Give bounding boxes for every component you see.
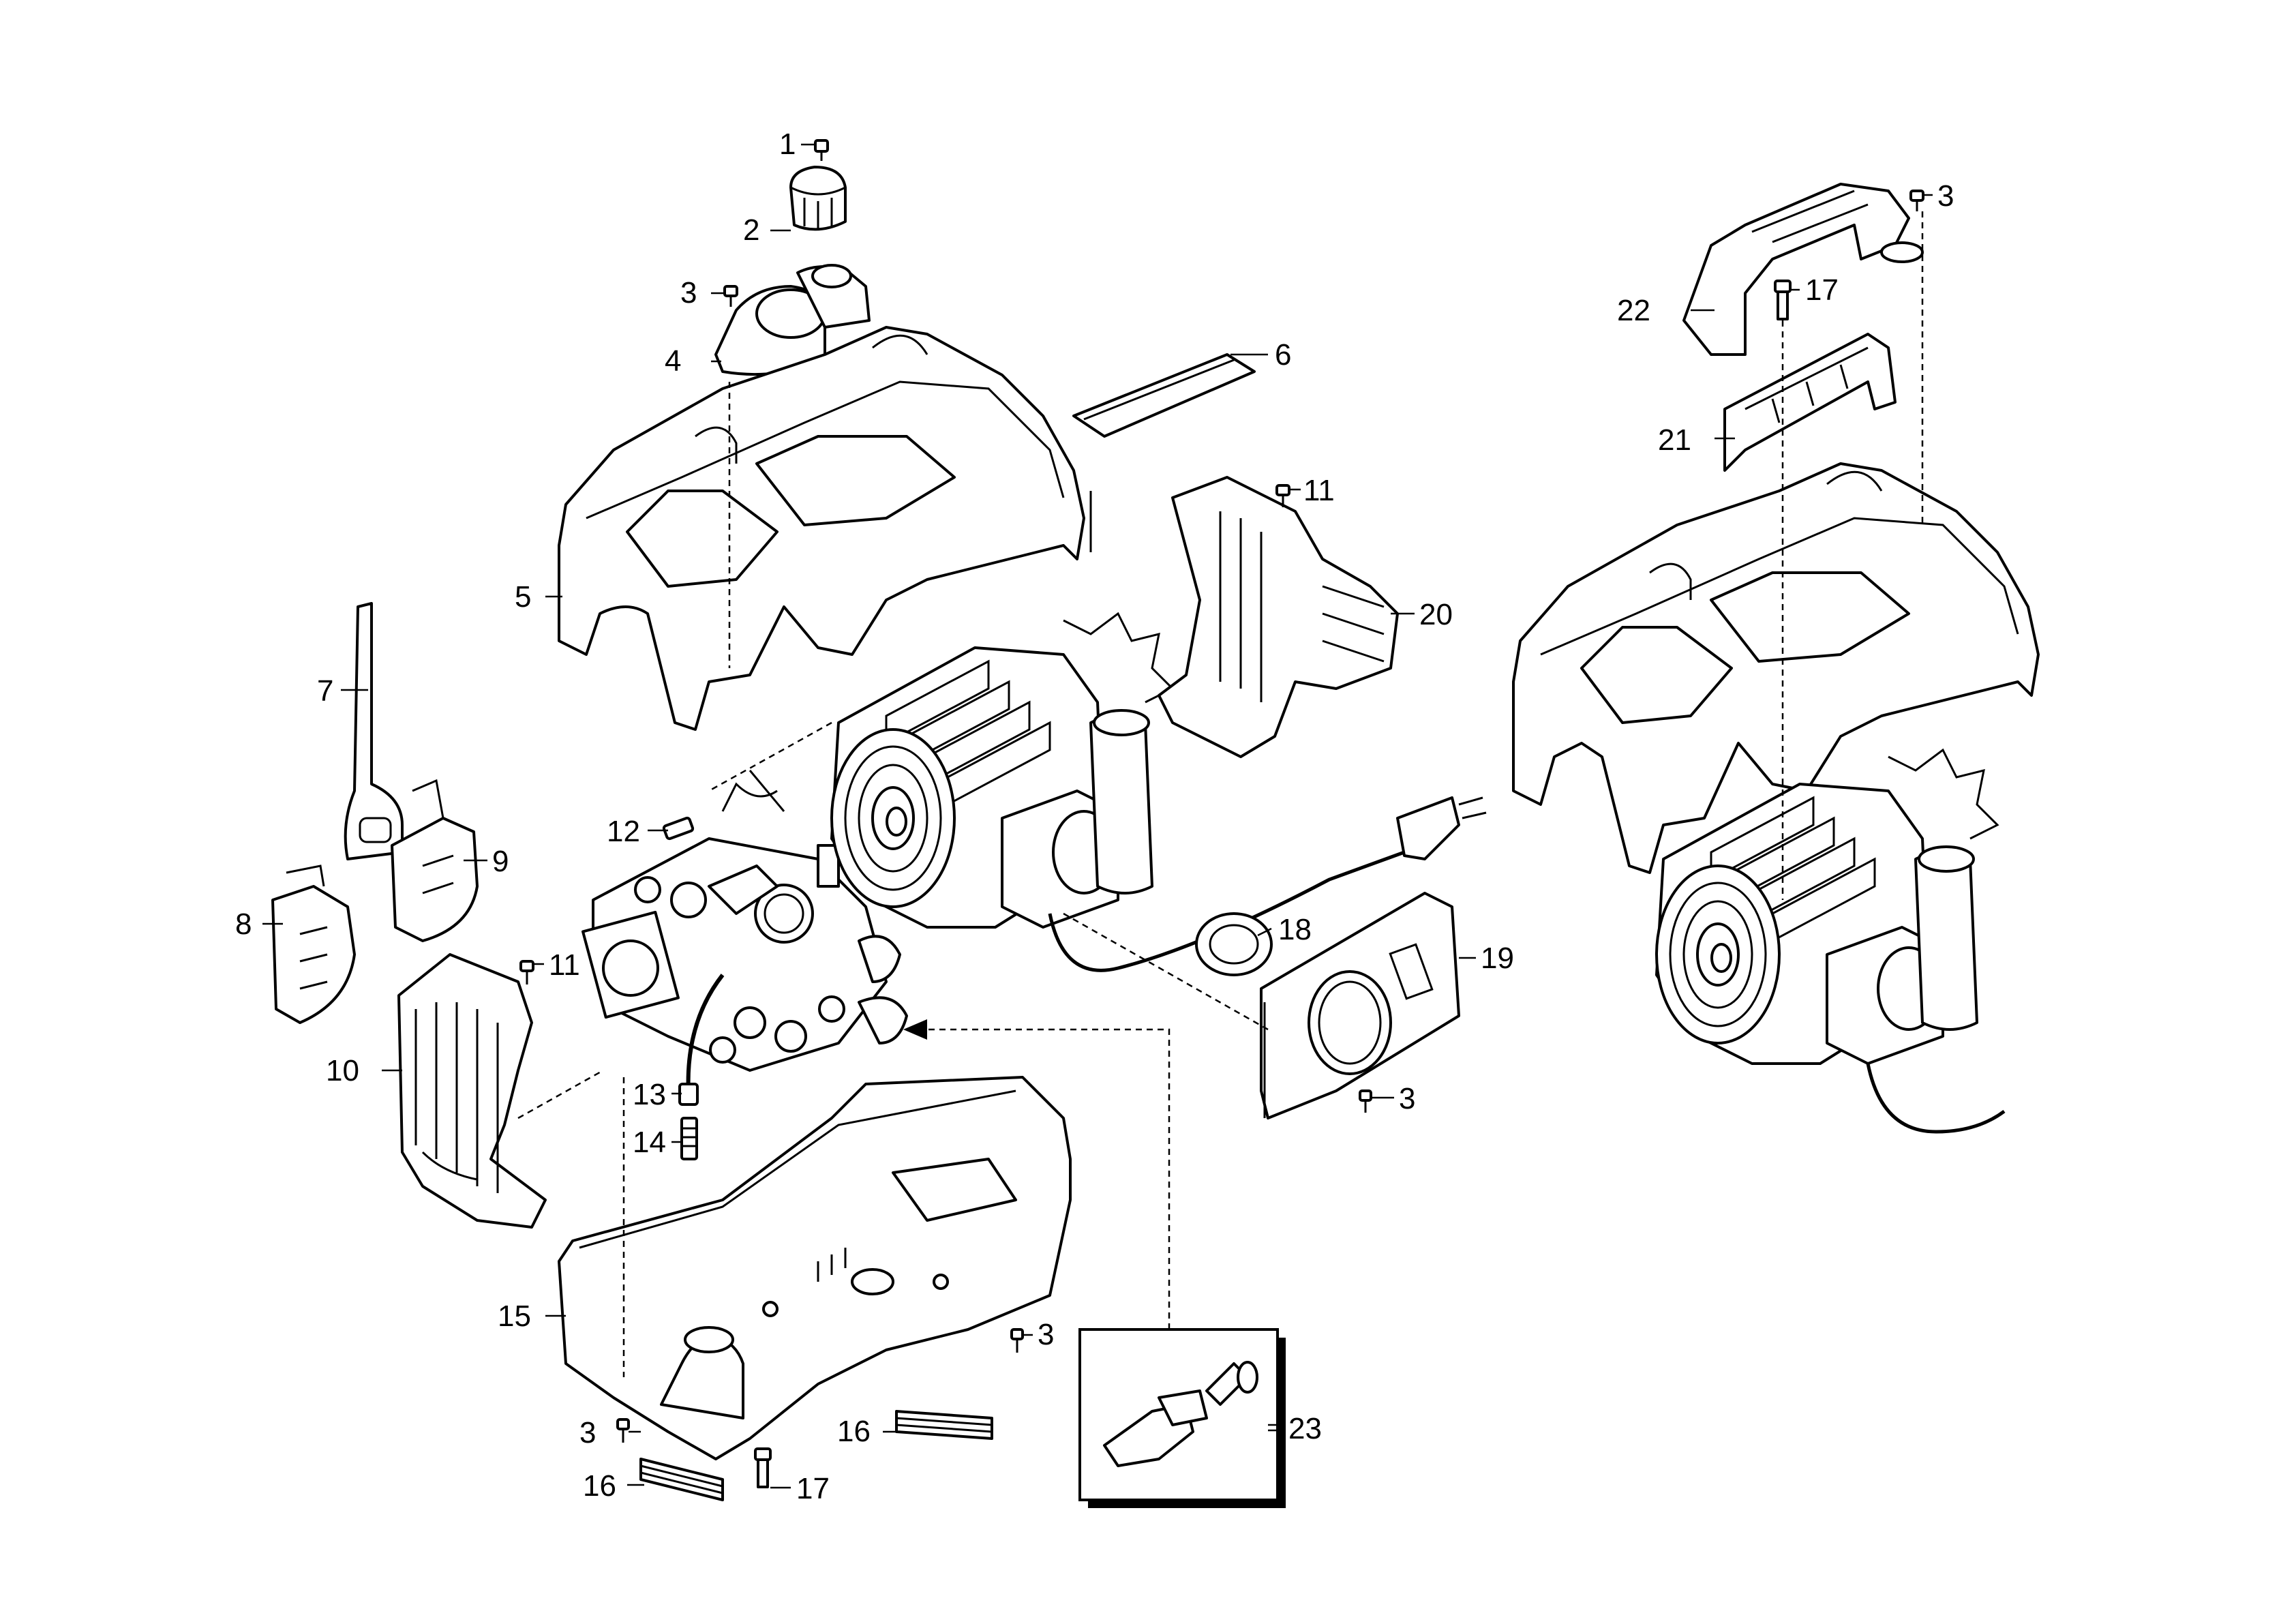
- part-22-handle: [1682, 183, 1924, 356]
- callout-16-right: 16: [837, 1415, 871, 1448]
- right-top-housing: [1512, 462, 2040, 874]
- callout-17-lower: 17: [796, 1472, 830, 1505]
- part-17-screw-b: [1774, 280, 1792, 320]
- part-9-grille: [391, 779, 479, 942]
- part-2-knob: [789, 166, 847, 231]
- callout-4: 4: [665, 344, 681, 378]
- part-3-screw-c: [616, 1418, 630, 1443]
- callout-3-panel: 3: [1399, 1082, 1415, 1115]
- part-1-screw: [814, 139, 829, 161]
- part-12-bolt: [662, 816, 695, 841]
- callout-6: 6: [1275, 338, 1291, 372]
- callout-19: 19: [1481, 942, 1514, 975]
- part-3-screw-d: [1359, 1089, 1372, 1113]
- part-3-screw-b: [1010, 1328, 1024, 1353]
- callout-3-handle: 3: [1937, 179, 1954, 213]
- leader-lines: [262, 143, 1933, 1489]
- part-23-inset: [1078, 1328, 1286, 1508]
- callout-7: 7: [317, 674, 333, 708]
- part-16-foot-b: [895, 1410, 993, 1440]
- callout-3-base: 3: [1038, 1318, 1054, 1351]
- part-10-vent-panel: [397, 953, 547, 1229]
- callout-23: 23: [1288, 1412, 1322, 1445]
- callout-22: 22: [1617, 294, 1650, 327]
- callout-18: 18: [1278, 913, 1312, 946]
- callout-11-upper: 11: [1303, 474, 1335, 507]
- callout-8: 8: [235, 907, 252, 941]
- callout-labels: 1 2 3 4 5 6 7 8 9 10 11 11 12 13 14 15 3…: [235, 127, 1954, 1505]
- callout-3-top: 3: [680, 276, 697, 310]
- callout-17-upper: 17: [1805, 273, 1839, 307]
- part-21-bracket: [1723, 333, 1897, 472]
- callout-20: 20: [1419, 598, 1453, 631]
- part-6-strip: [1072, 353, 1256, 438]
- callout-21: 21: [1658, 423, 1691, 457]
- callout-1: 1: [779, 127, 796, 161]
- part-18-grommet: [1195, 912, 1273, 976]
- callout-13: 13: [633, 1078, 666, 1111]
- part-20-vent-frame: [1158, 476, 1399, 758]
- part-7-tab: [344, 602, 404, 860]
- motor-left: [708, 612, 1175, 929]
- part-3-screw-a: [723, 285, 738, 307]
- callout-12: 12: [607, 815, 640, 848]
- callout-2: 2: [743, 213, 759, 247]
- part-14-fitting: [680, 1117, 698, 1160]
- part-17-screw-a: [754, 1447, 772, 1488]
- part-15-base: [558, 1076, 1072, 1460]
- callout-9: 9: [492, 845, 509, 878]
- part-8-grille: [271, 864, 356, 1024]
- motor-right: [1655, 748, 2006, 1134]
- power-cord: [1048, 796, 1487, 972]
- callout-5: 5: [515, 580, 531, 614]
- callout-3-foot: 3: [579, 1416, 596, 1449]
- part-11-screw-a: [519, 960, 534, 984]
- callout-11-lower: 11: [549, 948, 580, 982]
- callout-14: 14: [633, 1126, 666, 1159]
- part-19-front-panel: [1260, 892, 1460, 1119]
- part-16-foot-a: [639, 1458, 724, 1501]
- callout-16-left: 16: [583, 1469, 616, 1503]
- pump-assembly: [581, 770, 908, 1072]
- part-3-screw-e: [1909, 190, 1924, 211]
- callout-10: 10: [326, 1054, 359, 1087]
- part-4-cover: [714, 264, 871, 376]
- callout-15: 15: [498, 1299, 531, 1333]
- part-5-top-housing: [558, 326, 1092, 731]
